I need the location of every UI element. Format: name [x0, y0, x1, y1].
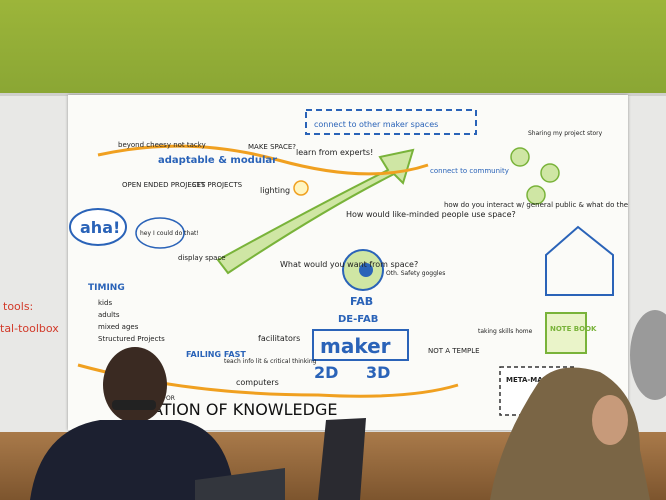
text-make-space: MAKE SPACE? [248, 143, 296, 151]
text-kids: kids [98, 299, 112, 307]
text-computers: computers [236, 378, 279, 387]
orange-swirl [97, 144, 429, 176]
text-what-want: What would you want from space? [280, 260, 418, 269]
knit-hat [630, 310, 666, 400]
person-figure-3 [526, 185, 546, 205]
lightbulb-icon [293, 180, 309, 196]
text-i-did: hey I could do that! [140, 230, 199, 237]
woman-face [592, 395, 628, 445]
laptop-screen-right [318, 418, 366, 500]
text-notebook: NOTE BOOK [550, 325, 597, 333]
notebook-shape [545, 312, 587, 354]
man-glasses [112, 400, 156, 410]
text-display-space: display space [178, 254, 226, 262]
graphic-recording-poster: beyond cheesy not tacky adaptable & modu… [68, 95, 666, 430]
man-body [30, 420, 235, 500]
text-connect-maker: connect to other maker spaces [314, 120, 438, 129]
text-lighting: lighting [260, 186, 290, 195]
text-defab: DE-FAB [338, 314, 378, 325]
text-meta: META-MAKING [506, 376, 563, 384]
woman-hijab [490, 367, 650, 500]
text-aha: aha! [80, 218, 120, 237]
house-shape [545, 225, 614, 296]
text-fab: FAB [350, 295, 373, 308]
text-failing-fast: FAILING FAST [186, 350, 246, 359]
text-critical: teach info lit & critical thinking [224, 358, 317, 365]
text-open-ended: OPEN ENDED PROJECTS [122, 181, 206, 189]
text-maker: maker [320, 334, 391, 358]
whiteboard-text-toolbox: tal-toolbox [0, 322, 59, 335]
text-set-projects: SET PROJECTS [192, 181, 243, 189]
text-facilitators: facilitators [258, 334, 300, 343]
maker-box [312, 329, 409, 361]
poster-drawing: beyond cheesy not tacky adaptable & modu… [69, 109, 666, 419]
whiteboard-text-tools: tools: [3, 300, 34, 313]
text-not-temple: NOT A TEMPLE [428, 347, 480, 355]
eye-pupil [359, 263, 373, 277]
text-3d: 3D [366, 363, 390, 382]
text-knowledge: ATION OF KNOWLEDGE [152, 400, 337, 419]
text-how-interact: how do you interact w/ general public & … [444, 201, 628, 209]
idea-cloud [135, 217, 185, 249]
person-figure-1 [510, 147, 530, 167]
text-mixed-ages: mixed ages [98, 323, 139, 331]
connect-box [305, 109, 477, 135]
text-home: taking skills home [478, 328, 533, 335]
text-2d: 2D [314, 363, 338, 382]
text-how-would: How would like-minded people use space? [346, 210, 516, 219]
green-arrow-shape [216, 148, 415, 275]
text-adults: adults [98, 311, 120, 319]
text-adaptable: adaptable & modular [158, 155, 277, 166]
person-figure-2 [540, 163, 560, 183]
text-structured: Structured Projects [98, 335, 165, 343]
text-learn-from: learn from experts! [296, 148, 373, 157]
text-safety: Oth. Safety goggles [386, 270, 445, 277]
laptop-screen-left [195, 468, 285, 500]
text-beyond: beyond cheesy not tacky [118, 141, 206, 149]
man-head [103, 347, 167, 423]
text-connect-community: connect to community [430, 167, 509, 175]
green-wall [0, 0, 666, 95]
aha-cloud [69, 208, 127, 246]
text-timing: TIMING [88, 283, 125, 293]
text-share: Sharing my project story [528, 130, 603, 137]
